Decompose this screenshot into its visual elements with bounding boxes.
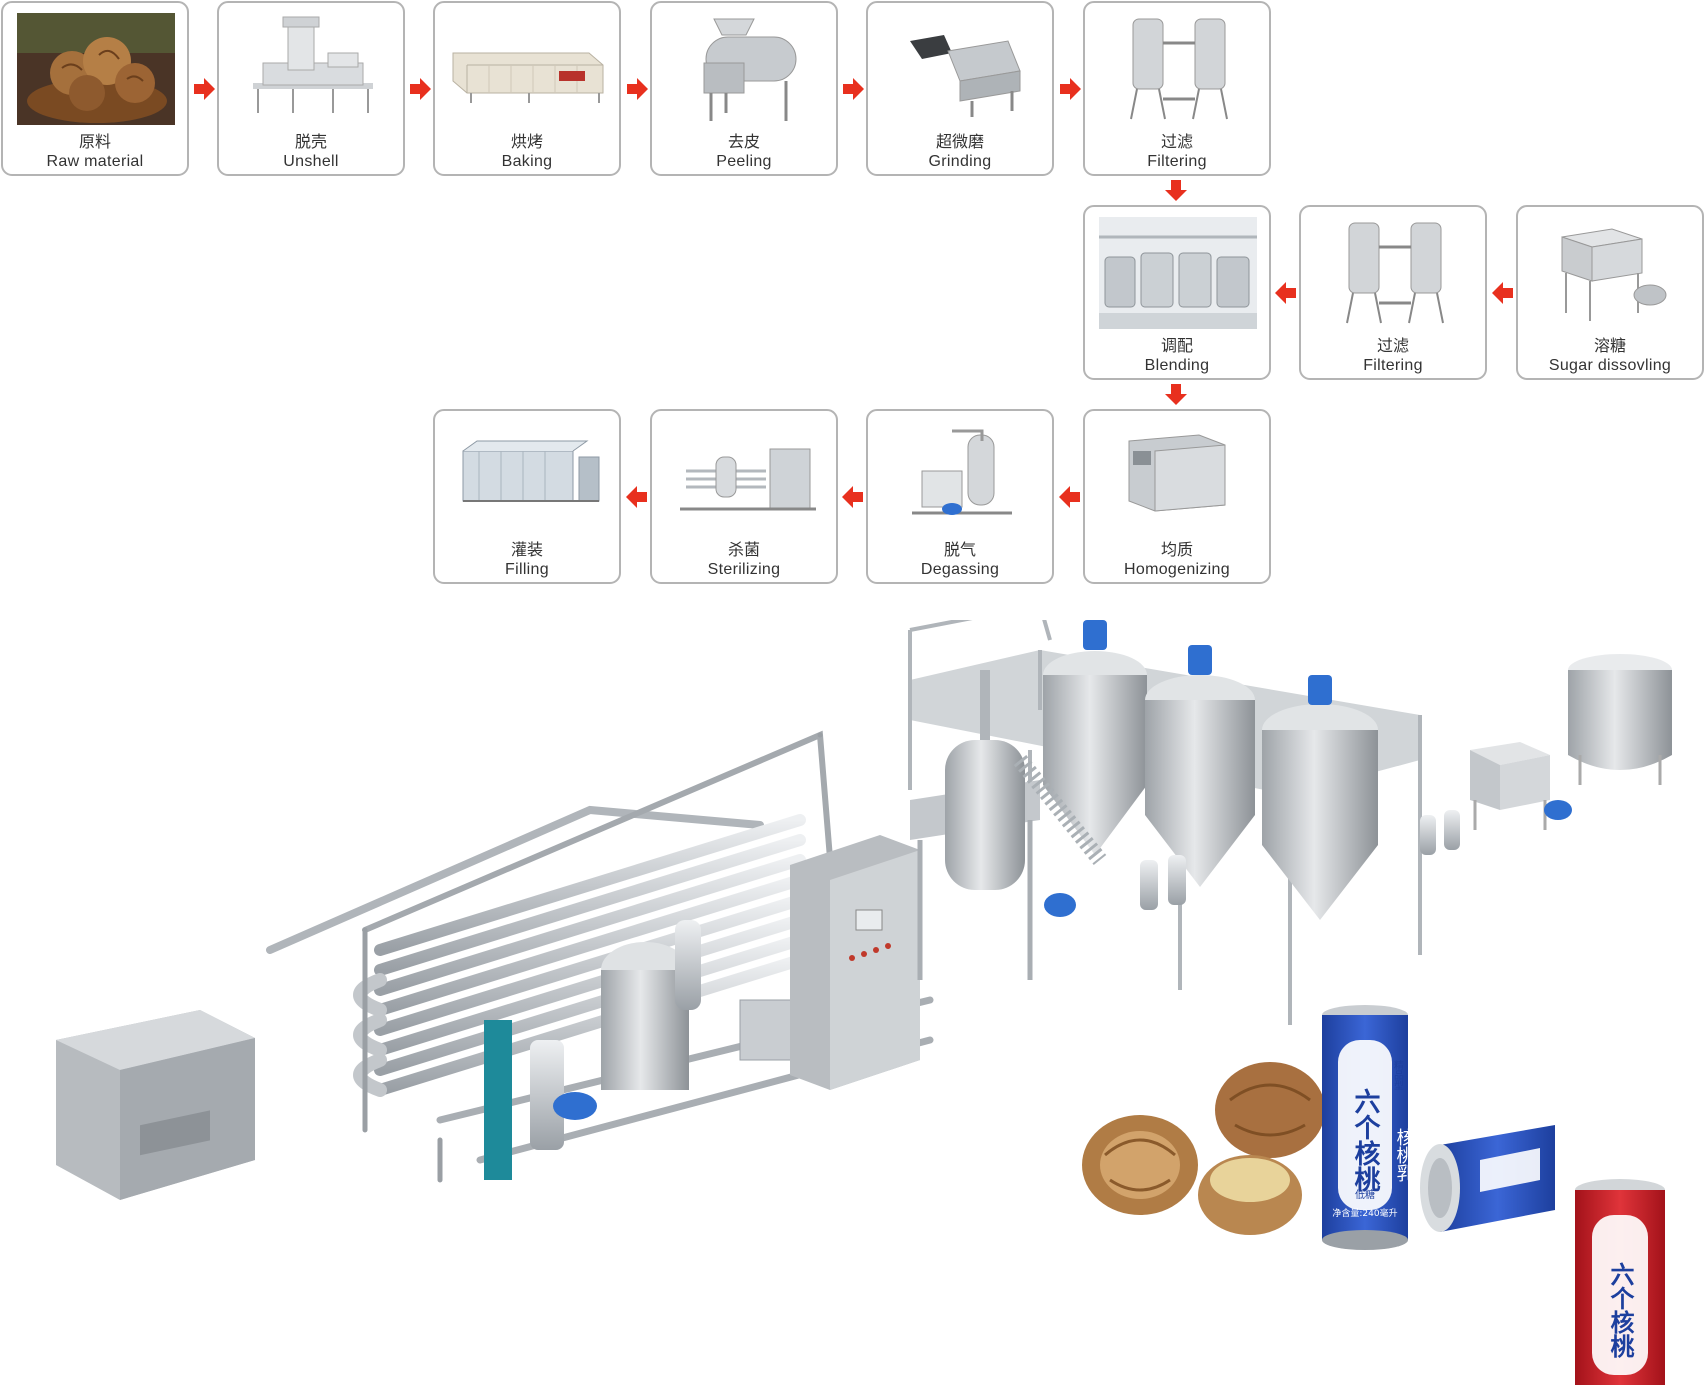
blending-tanks-icon: [1099, 217, 1257, 329]
step-filtering-2: 过滤 Filtering: [1299, 205, 1487, 380]
arrow-down-icon: [1163, 382, 1189, 408]
walnut-milk-can-lying: [1420, 1125, 1555, 1232]
peeling-machine-icon: [666, 13, 824, 125]
step-raw-material: 原料 Raw material: [1, 1, 189, 176]
step-label-cn: 均质: [1160, 540, 1193, 559]
production-line-3d-render: 六个核桃 精品型 核桃乳 低糖 净含量:240毫升 六个核桃: [56, 620, 1672, 1385]
arrow-right-icon: [624, 76, 650, 102]
step-label-en: Sugar dissovling: [1548, 357, 1672, 374]
twin-filter-icon: [1099, 13, 1257, 125]
step-blending: 调配 Blending: [1083, 205, 1271, 380]
sugar-dissolving-tank-icon: [1532, 217, 1690, 329]
twin-filter-icon: [1315, 217, 1473, 329]
step-label-en: Raw material: [46, 153, 144, 170]
walnuts-illustration: [1082, 1062, 1325, 1235]
step-label-cn: 脱气: [943, 540, 976, 559]
arrow-right-icon: [407, 76, 433, 102]
walnut-photo-icon: [17, 13, 175, 125]
homogenizer-icon: [1099, 421, 1257, 533]
walnut-milk-can-blue: 六个核桃 精品型 核桃乳 低糖 净含量:240毫升: [1322, 1005, 1415, 1250]
step-baking: 烘烤 Baking: [433, 1, 621, 176]
blending-tank: [1145, 645, 1255, 887]
step-label-cn: 脱壳: [294, 132, 327, 151]
step-label-en: Filling: [505, 561, 549, 578]
step-label-cn: 烘烤: [510, 132, 543, 151]
step-label-cn: 原料: [78, 132, 111, 151]
step-filling: 灌装 Filling: [433, 409, 621, 584]
can-brand: 六个核桃: [1606, 1262, 1634, 1359]
step-label-en: Filtering: [1363, 357, 1423, 374]
step-sugar-dissolving: 溶糖 Sugar dissovling: [1516, 205, 1704, 380]
step-label-en: Blending: [1144, 357, 1210, 374]
step-filtering-1: 过滤 Filtering: [1083, 1, 1271, 176]
arrow-right-icon: [1057, 76, 1083, 102]
can-brand: 六个核桃: [1350, 1088, 1380, 1193]
step-homogenizing: 均质 Homogenizing: [1083, 409, 1271, 584]
unshelling-machine-icon: [233, 13, 391, 125]
degasser-icon: [882, 421, 1040, 533]
step-label-en: Degassing: [920, 561, 1000, 578]
storage-tank: [1568, 654, 1672, 785]
step-sterilizing: 杀菌 Sterilizing: [650, 409, 838, 584]
step-unshell: 脱壳 Unshell: [217, 1, 405, 176]
step-label-en: Filtering: [1147, 153, 1207, 170]
arrow-right-icon: [191, 76, 217, 102]
arrow-right-icon: [840, 76, 866, 102]
step-label-cn: 过滤: [1160, 132, 1193, 151]
sugar-dissolving-unit: [1420, 742, 1572, 855]
can-low-sugar: 低糖: [1355, 1188, 1375, 1201]
step-label-cn: 溶糖: [1593, 336, 1626, 355]
can-product-type: 精品型: [1392, 1059, 1404, 1090]
step-label-en: Grinding: [928, 153, 992, 170]
can-subtitle: 核桃乳: [1394, 1128, 1415, 1182]
step-label-cn: 灌装: [510, 540, 543, 559]
step-label-cn: 去皮: [727, 132, 760, 151]
arrow-left-icon: [840, 484, 866, 510]
blending-tank: [1043, 620, 1147, 855]
step-label-en: Peeling: [716, 153, 772, 170]
degassing-tank: [910, 670, 1076, 980]
homogenizer-machine: [56, 1010, 255, 1200]
step-label-cn: 超微磨: [935, 132, 984, 151]
production-line-illustration: 六个核桃 精品型 核桃乳 低糖 净含量:240毫升 六个核桃: [0, 620, 1705, 1385]
step-degassing: 脱气 Degassing: [866, 409, 1054, 584]
baking-oven-icon: [449, 13, 607, 125]
can-volume: 净含量:240毫升: [1332, 1207, 1397, 1219]
step-label-en: Unshell: [283, 153, 339, 170]
arrow-left-icon: [1057, 484, 1083, 510]
sterilizer-icon: [666, 421, 824, 533]
process-flow-diagram: 原料 Raw material 脱壳 Unshell: [0, 0, 1705, 600]
step-label-cn: 过滤: [1376, 336, 1409, 355]
step-label-en: Homogenizing: [1124, 561, 1230, 578]
step-label-en: Sterilizing: [707, 561, 781, 578]
step-peeling: 去皮 Peeling: [650, 1, 838, 176]
step-label-cn: 杀菌: [727, 540, 760, 559]
walnut-milk-can-red: 六个核桃: [1575, 1179, 1665, 1385]
arrow-down-icon: [1163, 178, 1189, 204]
tubular-sterilizer: [266, 730, 934, 1183]
arrow-left-icon: [1273, 280, 1299, 306]
step-label-cn: 调配: [1160, 336, 1193, 355]
step-grinding: 超微磨 Grinding: [866, 1, 1054, 176]
step-label-en: Baking: [501, 153, 553, 170]
arrow-left-icon: [624, 484, 650, 510]
grinder-icon: [882, 13, 1040, 125]
filling-machine-icon: [449, 421, 607, 533]
control-cabinet: [790, 835, 920, 1090]
blending-tank: [1262, 675, 1378, 920]
blending-tank-platform: [908, 620, 1422, 1025]
arrow-left-icon: [1490, 280, 1516, 306]
